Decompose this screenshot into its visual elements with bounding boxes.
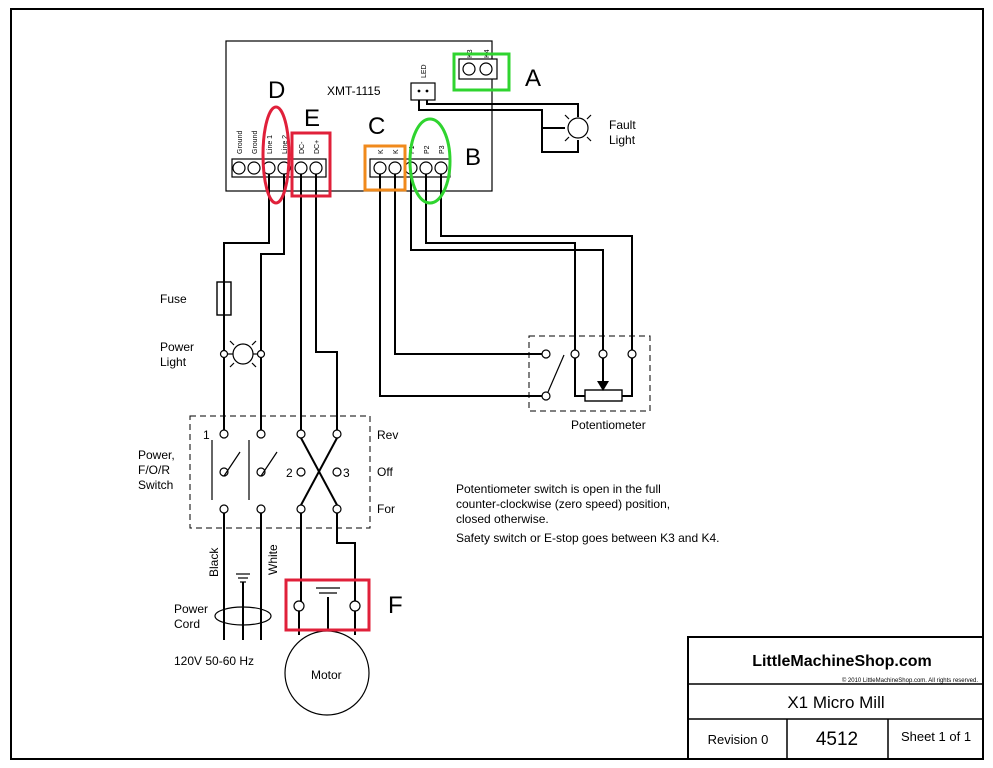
- switch-label-1: Power,: [138, 448, 175, 462]
- switch-pole-1: [223, 451, 241, 477]
- power-cord-label-1: Power: [174, 602, 208, 616]
- led-label: LED: [421, 64, 428, 78]
- switch-label-2: F/O/R: [138, 463, 170, 477]
- potentiometer-resistor: [584, 389, 623, 402]
- terminal-k-2: [388, 161, 402, 175]
- highlight-box-e: [290, 131, 332, 198]
- potentiometer-switch: [547, 354, 565, 393]
- potentiometer-label: Potentiometer: [571, 418, 646, 432]
- switch-label-off: Off: [377, 465, 393, 479]
- revision-label: Revision 0: [708, 732, 769, 747]
- potentiometer: Potentiometer: [528, 335, 651, 432]
- terminal-label-dc-pos: DC+: [314, 140, 321, 154]
- note-line-2: counter-clockwise (zero speed) position,: [456, 497, 670, 511]
- terminal-label-p1: P1: [409, 145, 416, 154]
- terminal-dc-pos: [309, 161, 323, 175]
- switch-position-1: 1: [203, 428, 210, 442]
- terminal-label-dc-neg: DC-: [299, 141, 306, 154]
- marker-e: E: [304, 105, 320, 132]
- terminal-label-p2: P2: [424, 145, 431, 154]
- marker-c: C: [368, 113, 385, 140]
- terminal-p2: [419, 161, 433, 175]
- terminal-label-ground-2: Ground: [252, 131, 259, 154]
- highlight-box-c: [363, 144, 407, 192]
- company-name: LittleMachineShop.com: [752, 653, 932, 670]
- annotations: A B C D E F: [261, 52, 541, 632]
- line-wiring: Fuse Power Light: [160, 174, 338, 430]
- marker-b: B: [465, 144, 481, 171]
- highlight-box-f: [284, 578, 371, 632]
- page-border: [10, 8, 984, 760]
- copyright-text: © 2010 LittleMachineShop.com. All rights…: [842, 677, 978, 684]
- fault-light-label-1: Fault: [609, 118, 636, 132]
- fault-light: Fault Light: [418, 100, 636, 153]
- for-switch: 1 2 3 Rev Off For Power, F/O/R Switch: [138, 415, 398, 640]
- highlight-ellipse-b: [408, 117, 452, 205]
- terminal-label-ground-1: Ground: [237, 131, 244, 154]
- terminal-label-k-1: K: [378, 149, 385, 154]
- power-light-label-1: Power: [160, 340, 194, 354]
- marker-a: A: [525, 65, 541, 92]
- switch-position-3: 3: [343, 466, 350, 480]
- led-connector: [410, 82, 436, 101]
- potentiometer-wiper-arrow-icon: [597, 381, 609, 391]
- terminal-label-line-2: Line 2: [282, 135, 289, 154]
- marker-d: D: [268, 77, 285, 104]
- fault-light-lamp-icon: [567, 117, 589, 139]
- switch-position-2: 2: [286, 466, 293, 480]
- notes: Potentiometer switch is open in the full…: [456, 482, 719, 545]
- switch-label-rev: Rev: [377, 428, 398, 442]
- terminal-ground-1: [232, 161, 246, 175]
- switch-label-3: Switch: [138, 478, 173, 492]
- terminal-p3: [434, 161, 448, 175]
- motor-label: Motor: [311, 668, 342, 682]
- drawing-number: 4512: [816, 729, 858, 750]
- switch-enclosure: [189, 415, 371, 529]
- power-light-label-2: Light: [160, 355, 187, 369]
- board-model: XMT-1115: [327, 84, 381, 98]
- terminal-label-p3: P3: [439, 145, 446, 154]
- sheet-label: Sheet 1 of 1: [901, 729, 971, 744]
- terminal-ground-2: [247, 161, 261, 175]
- wire-label-white: White: [266, 544, 280, 575]
- potentiometer-wiring: [379, 174, 633, 397]
- fault-light-label-2: Light: [609, 133, 636, 147]
- terminal-label-line-1: Line 1: [267, 135, 274, 154]
- terminal-k3: [462, 62, 476, 76]
- switch-label-for: For: [377, 502, 395, 516]
- potentiometer-enclosure: [528, 335, 651, 412]
- power-light-lamp-icon: [232, 343, 254, 365]
- terminal-k4: [479, 62, 493, 76]
- note-line-1: Potentiometer switch is open in the full: [456, 482, 661, 496]
- fuse-label: Fuse: [160, 292, 187, 306]
- note-line-3: closed otherwise.: [456, 512, 549, 526]
- highlight-box-a: [452, 52, 511, 92]
- wire-label-black: Black: [207, 547, 221, 577]
- power-cord-label-2: Cord: [174, 617, 200, 631]
- controller-board: XMT-1115 LED K3 K4 Ground Ground Line 1 …: [225, 40, 498, 192]
- switch-pole-2: [260, 451, 278, 477]
- note-line-4: Safety switch or E-stop goes between K3 …: [456, 531, 719, 545]
- supply-label: 120V 50-60 Hz: [174, 654, 254, 668]
- highlight-ellipse-d: [261, 105, 291, 205]
- marker-f: F: [388, 592, 403, 619]
- title-block: LittleMachineShop.com © 2010 LittleMachi…: [687, 636, 984, 760]
- power-cord: Black White Power Cord 120V 50-60 Hz: [174, 544, 280, 668]
- cord-bundle-ellipse: [214, 606, 272, 626]
- drawing-title: X1 Micro Mill: [787, 693, 884, 712]
- terminal-label-k-2: K: [393, 149, 400, 154]
- terminal-dc-neg: [294, 161, 308, 175]
- motor: Motor: [284, 587, 370, 716]
- terminal-k-1: [373, 161, 387, 175]
